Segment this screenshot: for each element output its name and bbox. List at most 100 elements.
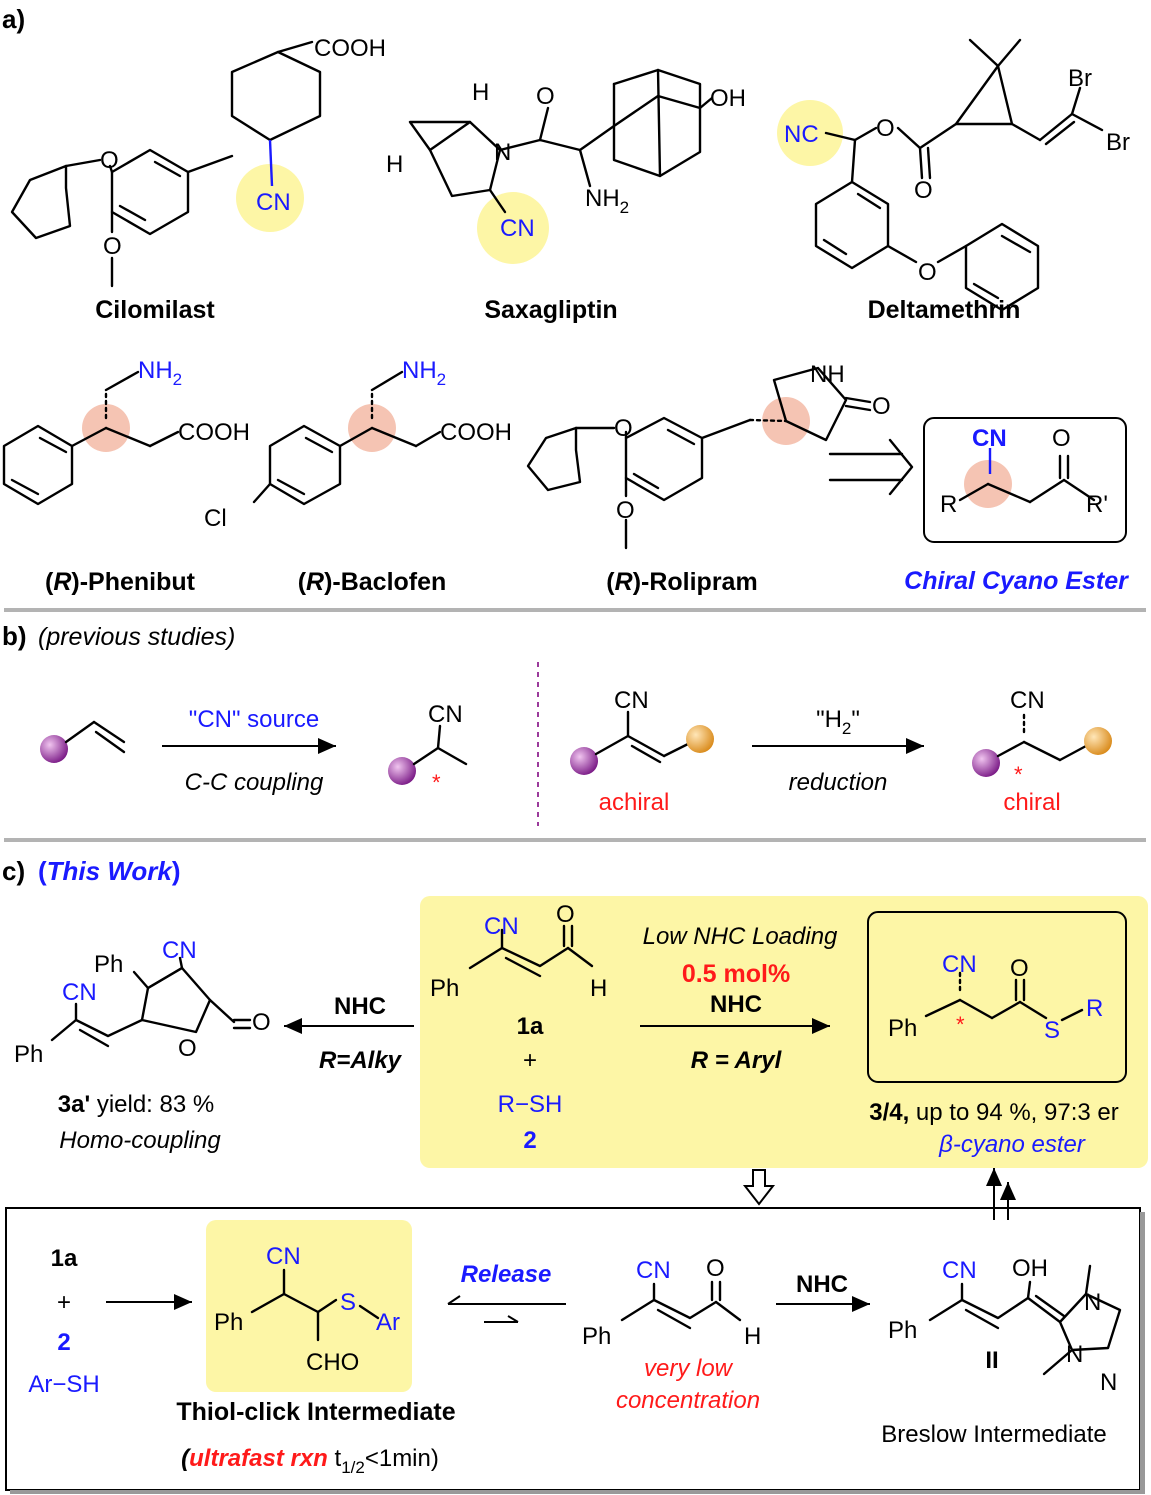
atom-n: N: [1066, 1341, 1083, 1368]
atom-ph: Ph: [888, 1317, 917, 1344]
substituent-sphere: [972, 749, 1000, 777]
equilibrium-arrows: [447, 1295, 566, 1323]
release-label: Release: [461, 1261, 552, 1288]
rolipram-name: (R)-Rolipram: [606, 568, 757, 596]
low-conc-label: very low: [644, 1355, 734, 1382]
atom-o: O: [1052, 425, 1071, 452]
box-shadow: [10, 1490, 1145, 1494]
nc-highlight: [777, 100, 843, 166]
homo-coupling-product: [50, 956, 414, 1048]
mech-substrate-number: 1a: [51, 1245, 78, 1272]
atom-cn: CN: [1010, 687, 1045, 714]
atom-r: R: [940, 491, 957, 518]
achiral-label: achiral: [599, 789, 670, 816]
atom-cooh: COOH: [314, 35, 386, 62]
section-b-label: b): [2, 621, 27, 651]
breslow-name: Breslow Intermediate: [881, 1421, 1106, 1448]
atom-ph: Ph: [430, 975, 459, 1002]
box-shadow: [1140, 1212, 1145, 1494]
rolipram-structure: [526, 366, 872, 550]
chiral-label: chiral: [1003, 789, 1060, 816]
baclofen-name: (R)-Baclofen: [298, 568, 447, 596]
cn-source-label: "CN" source: [189, 706, 319, 733]
thiol-number: 2: [523, 1127, 536, 1154]
atom-cn: CN: [256, 189, 291, 216]
saxagliptin-name: Saxagliptin: [484, 296, 617, 324]
atom-o: O: [914, 177, 933, 204]
breslow-intermediate: [928, 1168, 1122, 1376]
section-c-title: (This Work): [38, 856, 181, 886]
substituent-sphere: [570, 747, 598, 775]
atom-br: Br: [1106, 129, 1130, 156]
atom-cn: CN: [62, 979, 97, 1006]
substituent-sphere: [1084, 727, 1112, 755]
product-desc: β-cyano ester: [938, 1131, 1086, 1158]
atom-r-prime: R': [1086, 491, 1108, 518]
atom-ph: Ph: [94, 951, 123, 978]
atom-cn: CN: [636, 1257, 671, 1284]
substrate-number: 1a: [517, 1013, 544, 1040]
mech-thiol-label: Ar−SH: [28, 1371, 99, 1398]
atom-o: O: [100, 147, 119, 174]
atom-o: O: [614, 415, 633, 442]
mech-thiol-number: 2: [57, 1329, 70, 1356]
breslow-number: II: [985, 1347, 998, 1374]
stereocenter-star: *: [432, 770, 441, 795]
atom-h: H: [744, 1323, 761, 1350]
cilomilast-name: Cilomilast: [95, 296, 215, 324]
atom-n: N: [1100, 1369, 1117, 1396]
cn-highlight: [477, 192, 549, 264]
atom-cn: CN: [428, 701, 463, 728]
right-nhc-label: NHC: [710, 991, 762, 1018]
loading-label: 0.5 mol%: [682, 960, 790, 988]
atom-s: S: [1044, 1017, 1060, 1044]
previous-coupling-scheme: [40, 662, 1112, 826]
left-nhc-label: NHC: [334, 993, 386, 1020]
target-name: Chiral Cyano Ester: [904, 567, 1129, 595]
atom-o: O: [103, 233, 122, 260]
atom-cn: CN: [942, 1257, 977, 1284]
hollow-down-arrow: [742, 1169, 776, 1206]
low-conc-label: concentration: [616, 1387, 760, 1414]
this-work-highlight: [420, 896, 1148, 1168]
atom-o: O: [876, 115, 895, 142]
atom-cn: CN: [972, 425, 1007, 452]
stereocenter-star: *: [1014, 762, 1023, 787]
cn-highlight: [236, 164, 304, 232]
section-b-note: (previous studies): [38, 623, 235, 651]
atom-nh2: NH2: [402, 357, 446, 389]
reduction-label: reduction: [789, 769, 888, 796]
atom-ph: Ph: [14, 1041, 43, 1068]
atom-cn: CN: [484, 913, 519, 940]
atom-o: O: [872, 393, 891, 420]
atom-o: O: [556, 901, 575, 928]
atom-o: O: [616, 497, 635, 524]
plus-sign: +: [523, 1047, 537, 1074]
right-condition-label: R = Aryl: [691, 1047, 783, 1074]
atom-ph: Ph: [582, 1323, 611, 1350]
mech-nhc-label: NHC: [796, 1271, 848, 1298]
atom-ph: Ph: [214, 1309, 243, 1336]
atom-ph: Ph: [888, 1015, 917, 1042]
low-loading-label: Low NHC Loading: [643, 923, 838, 950]
atom-s: S: [340, 1289, 356, 1316]
atom-nh: NH: [810, 361, 845, 388]
atom-o: O: [252, 1009, 271, 1036]
atom-cl: Cl: [204, 505, 227, 532]
atom-nh2: NH2: [585, 185, 629, 217]
phenibut-name: (R)-Phenibut: [45, 568, 196, 596]
atom-cn: CN: [162, 937, 197, 964]
cilomilast-structure: [10, 40, 322, 288]
atom-nc: NC: [784, 121, 819, 148]
atom-r: R: [1086, 995, 1103, 1022]
thiol-label: R−SH: [498, 1091, 563, 1118]
atom-cn: CN: [266, 1243, 301, 1270]
section-a-label: a): [2, 4, 25, 34]
atom-nh2: NH2: [138, 357, 182, 389]
chiral-cyano-ester-box: [923, 417, 1127, 543]
substrate-1a: [468, 924, 594, 978]
left-condition-label: R=Alky: [319, 1047, 403, 1074]
atom-h: H: [386, 151, 403, 178]
atom-o: O: [536, 83, 555, 110]
homo-coupling-yield: 3a' yield: 83 %: [58, 1091, 214, 1118]
